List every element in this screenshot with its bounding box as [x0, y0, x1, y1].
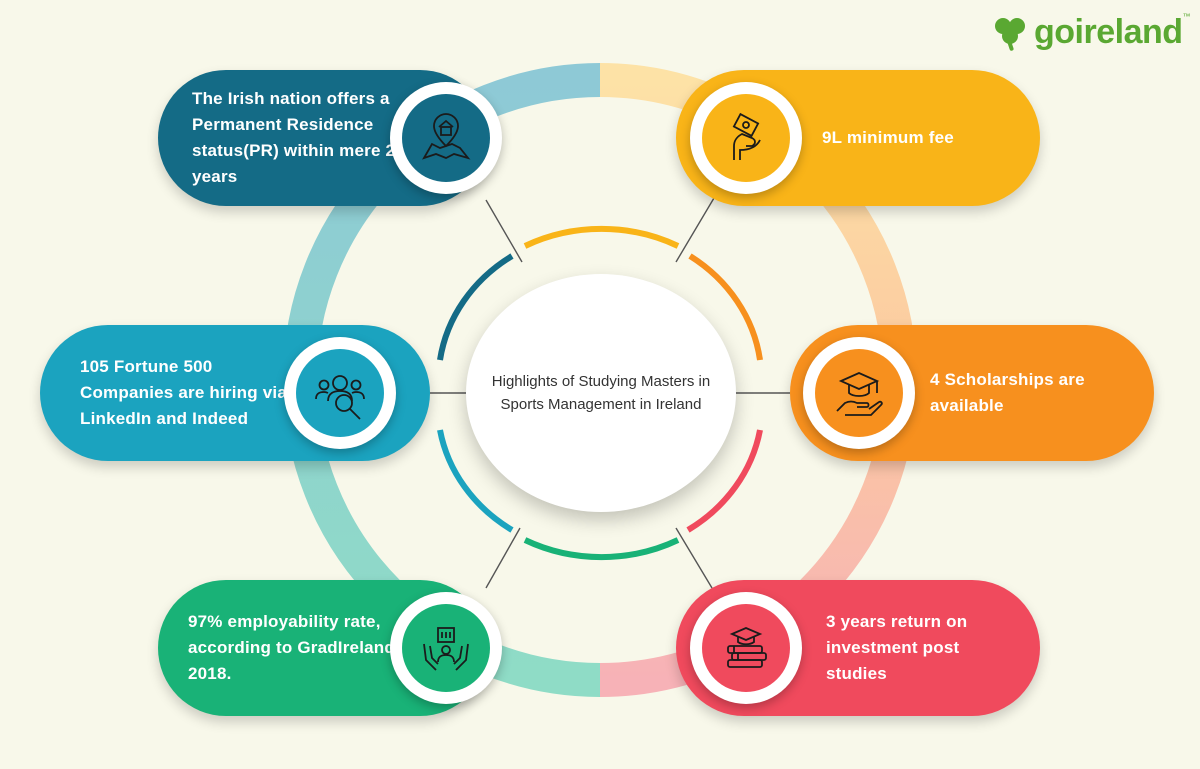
highlight-scholarships-text: 4 Scholarships are available	[930, 370, 1085, 415]
highlight-pr-text: The Irish nation offers a Permanent Resi…	[192, 89, 396, 186]
graduation-hand-icon	[836, 372, 883, 416]
highlight-companies-text: 105 Fortune 500 Companies are hiring via…	[80, 357, 287, 428]
connector-lines	[430, 197, 790, 589]
books-graduation-icon	[727, 627, 767, 668]
badge-companies	[284, 337, 396, 449]
badge-employability	[390, 592, 502, 704]
highlight-fee-text: 9L minimum fee	[822, 128, 954, 147]
trademark-symbol: ™	[1182, 12, 1191, 21]
badge-pr	[390, 82, 502, 194]
shamrock-icon	[995, 18, 1025, 51]
badge-scholarships	[803, 337, 915, 449]
badge-roi	[690, 592, 802, 704]
center-circle: Highlights of Studying Masters in Sports…	[466, 274, 736, 512]
hand-money-icon	[732, 112, 761, 160]
residence-map-icon	[422, 113, 471, 160]
inner-ring	[437, 225, 763, 561]
hands-building-icon	[423, 627, 469, 671]
badge-fee	[690, 82, 802, 194]
highlight-roi-text: 3 years return on investment post studie…	[826, 612, 968, 683]
logo-text: goireland	[1034, 12, 1183, 51]
highlight-employability-text: 97% employability rate, according to Gra…	[188, 612, 395, 683]
center-title: Highlights of Studying Masters in Sports…	[491, 373, 711, 413]
goireland-logo: goireland ™	[990, 10, 1191, 54]
people-search-icon	[315, 375, 365, 420]
